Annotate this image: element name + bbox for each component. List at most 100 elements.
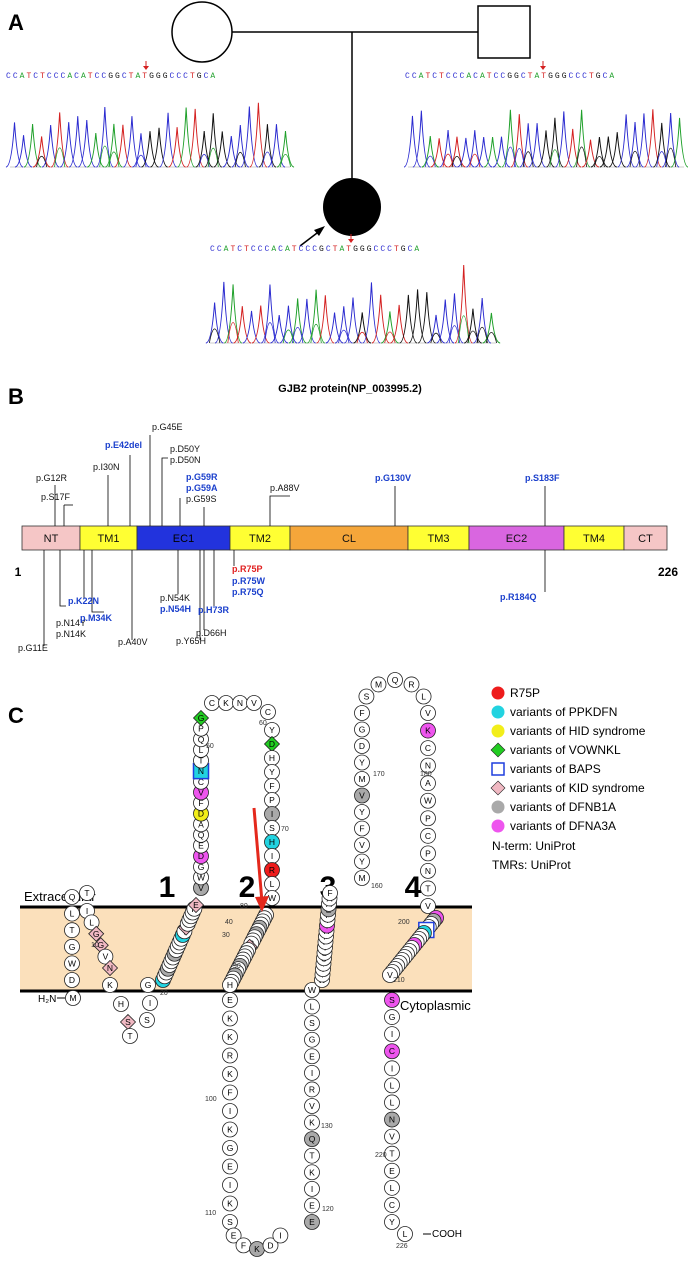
chromatogram-peak bbox=[475, 137, 493, 168]
chromatogram-peak bbox=[473, 297, 492, 344]
chromatogram-peak bbox=[267, 124, 286, 168]
variant-label-above: p.E42del bbox=[105, 440, 142, 450]
residue-letter: H bbox=[118, 999, 124, 1009]
chromatogram-peak bbox=[390, 304, 409, 344]
residue-number: 210 bbox=[393, 977, 405, 984]
variant-leader bbox=[91, 550, 104, 613]
residue-letter: K bbox=[309, 1167, 315, 1177]
base-letter: C bbox=[460, 72, 467, 81]
base-letter: C bbox=[183, 72, 190, 81]
residue-letter: Y bbox=[269, 767, 275, 777]
residue-letter: P bbox=[198, 724, 204, 734]
residue-letter: I bbox=[271, 809, 273, 819]
residue-letter: S bbox=[144, 1015, 150, 1025]
residue bbox=[142, 995, 158, 1011]
residue-letter: I bbox=[229, 1180, 231, 1190]
variant-label-above: p.G130V bbox=[375, 473, 411, 483]
residue-letter: C bbox=[198, 777, 204, 787]
chromatogram-peak bbox=[421, 135, 439, 168]
base-letter: T bbox=[88, 72, 95, 81]
residue bbox=[420, 898, 436, 914]
chromatogram-peak bbox=[464, 308, 482, 344]
chromatogram-peak bbox=[466, 130, 484, 168]
variant-label-below: p.G11E bbox=[18, 643, 48, 653]
chromatogram-peak bbox=[276, 130, 295, 168]
chromatogram-minor-peak bbox=[279, 154, 292, 168]
residue bbox=[64, 905, 80, 922]
residue bbox=[384, 1060, 400, 1077]
residue-letter: D bbox=[198, 809, 204, 819]
residue-number: 100 bbox=[205, 1096, 217, 1103]
variant-label-above: p.G59S bbox=[186, 494, 217, 504]
chromatogram-minor-peak bbox=[485, 332, 498, 344]
residue-number: 220 bbox=[375, 1152, 387, 1159]
residue-letter: K bbox=[227, 1032, 233, 1042]
domain-label: TM2 bbox=[249, 533, 271, 545]
residue bbox=[322, 885, 338, 901]
base-letter: T bbox=[394, 245, 401, 254]
residue-letter: G bbox=[93, 929, 100, 939]
residue bbox=[420, 880, 436, 897]
mutation-marker-proband bbox=[348, 234, 354, 243]
base-letter: C bbox=[95, 72, 102, 81]
base-letter: T bbox=[26, 72, 33, 81]
residue-letter: M bbox=[375, 679, 382, 689]
chromatogram-peak bbox=[439, 129, 457, 168]
residue-letter: V bbox=[251, 698, 257, 708]
residue bbox=[354, 738, 370, 754]
father-chromatogram bbox=[5, 102, 295, 168]
residue-letter: M bbox=[69, 993, 76, 1003]
base-letter: G bbox=[514, 72, 521, 81]
residue-letter: I bbox=[271, 851, 273, 861]
residue bbox=[97, 948, 114, 965]
residue bbox=[354, 787, 370, 804]
chromatogram-peak bbox=[204, 113, 223, 168]
residue-number: 226 bbox=[396, 1243, 408, 1250]
legend-marker bbox=[491, 686, 505, 700]
protein-end: 226 bbox=[658, 565, 678, 579]
variant-label-above: p.G12R bbox=[36, 473, 68, 483]
tm-number-4: 4 bbox=[405, 871, 422, 904]
domain-tm2 bbox=[229, 525, 291, 551]
residue-letter: T bbox=[198, 756, 203, 766]
chromatogram-peak bbox=[537, 130, 555, 168]
base-letter: T bbox=[40, 72, 47, 81]
n-terminus-label: H₂N bbox=[38, 994, 56, 1005]
residue-letter: V bbox=[425, 901, 431, 911]
base-letter: A bbox=[210, 72, 217, 81]
variant-label-below: p.N14Y bbox=[56, 618, 86, 628]
residue-letter: S bbox=[309, 1018, 315, 1028]
base-letter: T bbox=[190, 72, 197, 81]
chromatogram-peak bbox=[653, 122, 671, 168]
base-letter: C bbox=[13, 72, 20, 81]
residue-number: 70 bbox=[281, 826, 289, 833]
base-letter: C bbox=[405, 72, 412, 81]
chromatogram-peak bbox=[448, 136, 466, 168]
residue bbox=[304, 1180, 320, 1197]
chromatogram-peak bbox=[68, 116, 87, 168]
residue bbox=[403, 676, 420, 693]
residue-diamond bbox=[192, 709, 210, 727]
domain-label: TM3 bbox=[428, 533, 450, 545]
topology-residues: MDWGTLQTILGGVNKHSTSIGKIWLTVLFIFRIMILVVAA… bbox=[64, 672, 444, 1257]
residue-letter: L bbox=[421, 692, 426, 702]
residue bbox=[384, 1009, 400, 1025]
base-letter: A bbox=[285, 245, 292, 254]
residue-letter: A bbox=[198, 819, 204, 829]
residue-letter: N bbox=[237, 698, 243, 708]
base-letter: A bbox=[480, 72, 487, 81]
base-letter: C bbox=[473, 72, 480, 81]
chromatogram-minor-peak bbox=[208, 328, 221, 344]
chromatogram-minor-peak bbox=[234, 151, 246, 168]
variant-label-below: p.N14K bbox=[56, 629, 86, 639]
legend-label: variants of BAPS bbox=[510, 762, 601, 776]
base-letter: T bbox=[487, 72, 494, 81]
residue-letter: W bbox=[424, 796, 432, 806]
legend-marker bbox=[491, 800, 505, 814]
chromatogram-peak bbox=[635, 113, 653, 168]
chromatogram-peak bbox=[564, 128, 582, 168]
mutation-marker-father bbox=[143, 61, 149, 70]
residue-letter: C bbox=[265, 707, 271, 717]
residue-letter: K bbox=[254, 1244, 260, 1254]
legend-label: variants of DFNB1A bbox=[510, 800, 616, 814]
